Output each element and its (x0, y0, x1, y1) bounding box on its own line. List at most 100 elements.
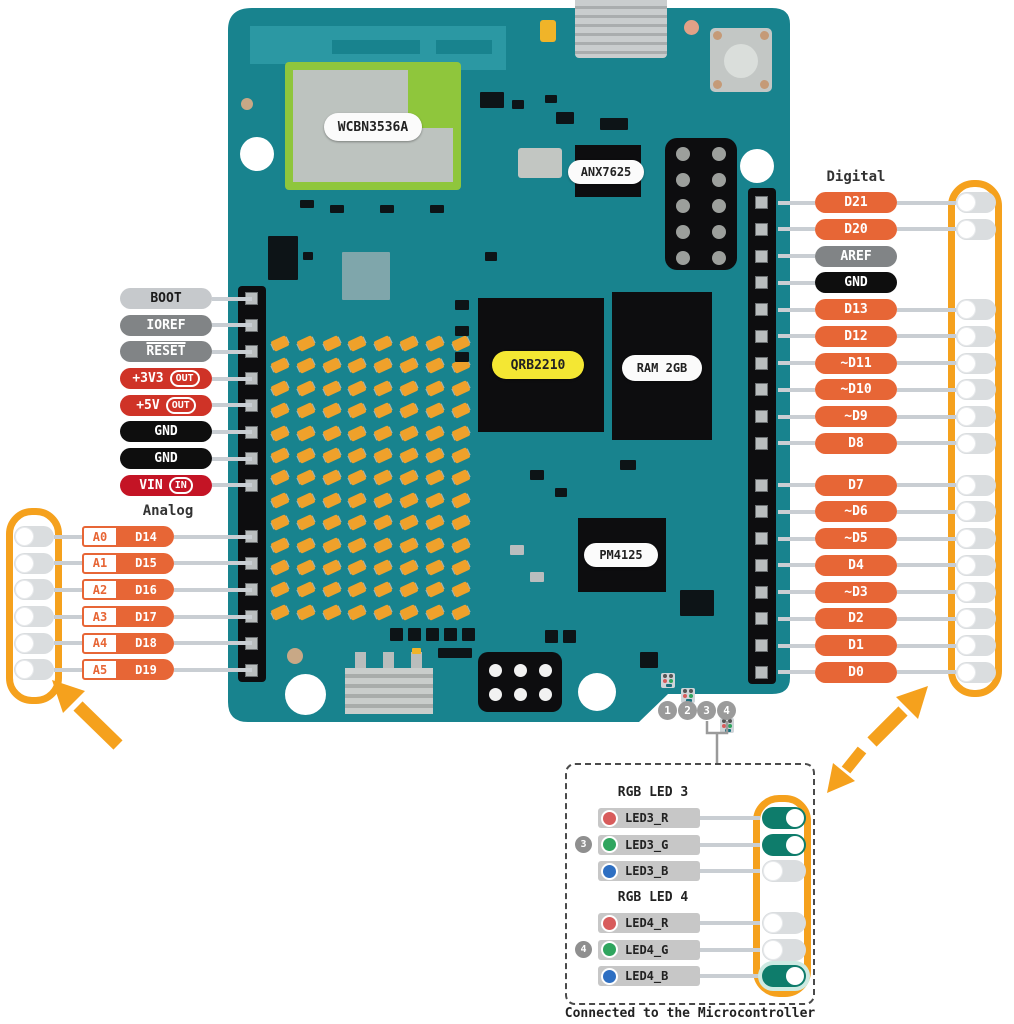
decor (444, 628, 457, 641)
decor (545, 630, 558, 643)
decor (640, 652, 658, 668)
led-row: LED3_B (575, 860, 806, 883)
pin-boot: BOOT (120, 288, 212, 309)
pin-d11: ~D11 (815, 352, 897, 374)
toggle-led4-g[interactable] (762, 938, 806, 961)
toggle-d1[interactable] (956, 635, 996, 656)
toggle-d10[interactable] (956, 379, 996, 401)
toggle-a5[interactable] (14, 659, 54, 681)
pin-row-d7: D7 (778, 474, 996, 496)
pin-d5: ~D5 (815, 528, 897, 549)
pm4125-label: PM4125 (584, 543, 658, 567)
decor (342, 252, 390, 300)
pin-gnd: GND (815, 272, 897, 294)
pin-d1: D1 (815, 635, 897, 656)
toggle-led3-b[interactable] (762, 860, 806, 883)
decor (755, 478, 768, 492)
green-dot-icon (601, 941, 618, 959)
decor (300, 200, 314, 208)
toggle-a4[interactable] (14, 632, 54, 654)
toggle-a1[interactable] (14, 552, 54, 574)
toggle-d3[interactable] (956, 581, 996, 603)
mounting-hole (740, 149, 774, 183)
toggle-a3[interactable] (14, 606, 54, 628)
decor (530, 470, 544, 480)
decor (556, 112, 574, 124)
rgb-led4-title: RGB LED 4 (617, 890, 689, 905)
toggle-d21[interactable] (956, 192, 996, 213)
red-dot-icon (601, 809, 618, 827)
reset-button[interactable] (710, 28, 772, 92)
pin-row-d10: ~D10 (778, 379, 996, 401)
blue-dot-icon (601, 967, 618, 985)
callout-caption: Connected to the Microcontroller (564, 1006, 816, 1021)
toggle-d7[interactable] (956, 474, 996, 496)
toggle-led3-g[interactable] (762, 833, 806, 856)
pin-row-boot: BOOT (120, 288, 252, 309)
toggle-a2[interactable] (14, 579, 54, 601)
digital-header: Digital (826, 169, 886, 185)
toggle-d0[interactable] (956, 661, 996, 683)
pin-gnd: GND (120, 448, 212, 470)
toggle-a0[interactable] (14, 526, 54, 547)
pin-row-d4: D4 (778, 554, 996, 576)
decor (676, 173, 690, 187)
decor (755, 612, 768, 626)
toggle-d8[interactable] (956, 432, 996, 454)
decor (676, 251, 690, 265)
reset-button-knob (724, 44, 758, 78)
decor (510, 545, 524, 555)
pin-d8: D8 (815, 432, 897, 454)
mounting-hole (578, 673, 616, 711)
led4-r-label: LED4_R (598, 913, 700, 933)
decor (755, 505, 768, 519)
decor (530, 572, 544, 582)
toggle-d9[interactable] (956, 406, 996, 427)
decor (514, 688, 527, 701)
decor (680, 590, 714, 616)
toggle-d20[interactable] (956, 218, 996, 240)
pin-row-d1: D1 (778, 635, 996, 656)
pin-d10: ~D10 (815, 379, 897, 401)
decor (755, 665, 768, 679)
power-led (540, 20, 556, 42)
led3-b-label: LED3_B (598, 861, 700, 882)
decor (455, 300, 469, 310)
pin-row-d12: D12 (778, 325, 996, 347)
decor (268, 236, 298, 280)
decor (430, 205, 444, 213)
decor (755, 558, 768, 572)
pin-d13: D13 (815, 299, 897, 320)
toggle-led4-b[interactable] (762, 965, 806, 988)
toggle-d6[interactable] (956, 501, 996, 523)
led-number-4: 4 (717, 701, 736, 720)
pin-row-d21: D21 (778, 192, 996, 213)
rgb-led-component (681, 688, 695, 703)
toggle-d12[interactable] (956, 325, 996, 347)
pin-d9: ~D9 (815, 406, 897, 427)
toggle-d13[interactable] (956, 299, 996, 320)
pin-row-gnd: GND (120, 421, 252, 443)
led-number-1: 1 (658, 701, 677, 720)
pin-row-d13: D13 (778, 299, 996, 320)
toggle-led4-r[interactable] (762, 912, 806, 934)
toggle-d11[interactable] (956, 352, 996, 374)
toggle-d2[interactable] (956, 608, 996, 630)
decor (545, 95, 557, 103)
decor (330, 205, 344, 213)
pin-d6: ~D6 (815, 501, 897, 523)
fiducial (241, 98, 253, 110)
toggle-d4[interactable] (956, 554, 996, 576)
pin-d21: D21 (815, 192, 897, 213)
pin-row-d3: ~D3 (778, 581, 996, 603)
toggle-led3-r[interactable] (762, 807, 806, 829)
toggle-d5[interactable] (956, 528, 996, 549)
